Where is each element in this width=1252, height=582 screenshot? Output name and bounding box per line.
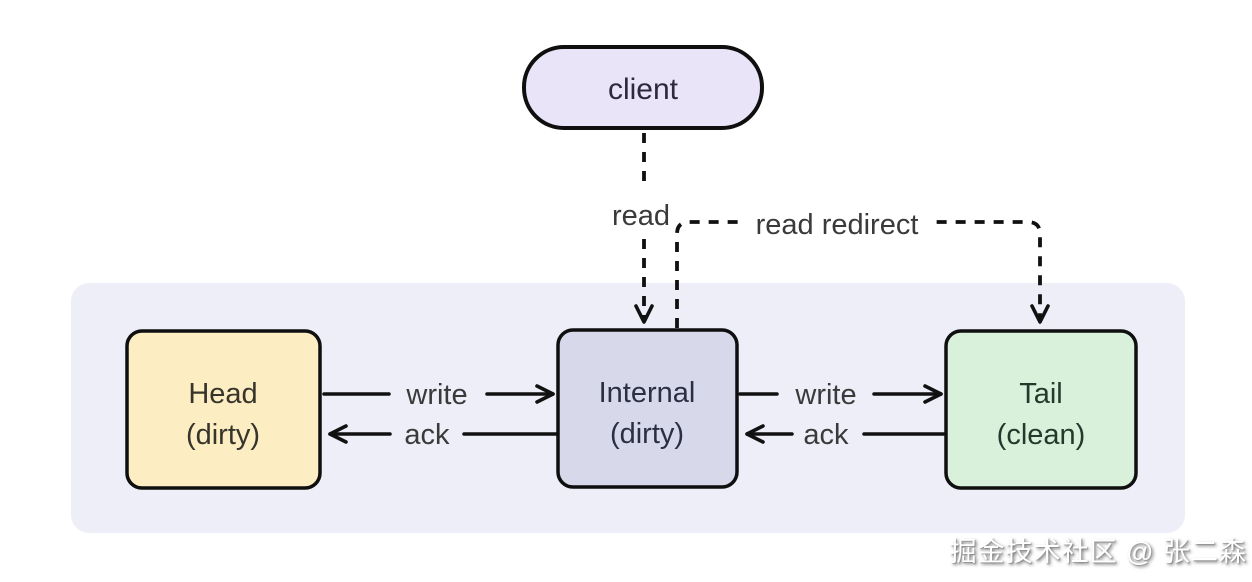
node-head: Head (dirty) [125, 329, 322, 490]
edge-tail-internal-ack: ack [745, 419, 946, 451]
head-label: Head [188, 378, 257, 410]
write2-label: write [794, 379, 856, 411]
tail-box [944, 329, 1138, 490]
ack2-label: ack [803, 419, 849, 451]
tail-label: Tail [1019, 378, 1063, 410]
client-label: client [608, 73, 679, 106]
tail-state-label: (clean) [997, 419, 1086, 451]
node-internal: Internal (dirty) [556, 328, 739, 489]
client-pill [522, 45, 764, 130]
read-redirect-label-mask [746, 203, 928, 241]
edge-internal-head-ack: ack [328, 419, 558, 451]
edge-head-internal-write: write [322, 379, 555, 411]
write1-label: write [405, 379, 467, 411]
internal-box [556, 328, 739, 489]
read-redirect-label: read redirect [756, 209, 919, 241]
edge-read-redirect: read redirect [675, 203, 1050, 328]
internal-state-label: (dirty) [610, 418, 684, 450]
head-box [125, 329, 322, 490]
ack1-label: ack [404, 419, 450, 451]
head-state-label: (dirty) [186, 419, 260, 451]
edge-read: read [612, 133, 670, 324]
internal-label: Internal [599, 377, 696, 409]
read-redirect-path [675, 220, 1050, 328]
read-label: read [612, 200, 670, 232]
node-client: client [522, 45, 764, 130]
node-tail: Tail (clean) [944, 329, 1138, 490]
watermark-text: 掘金技术社区 @ 张二森 [949, 537, 1247, 567]
edge-internal-tail-write: write [738, 379, 943, 411]
